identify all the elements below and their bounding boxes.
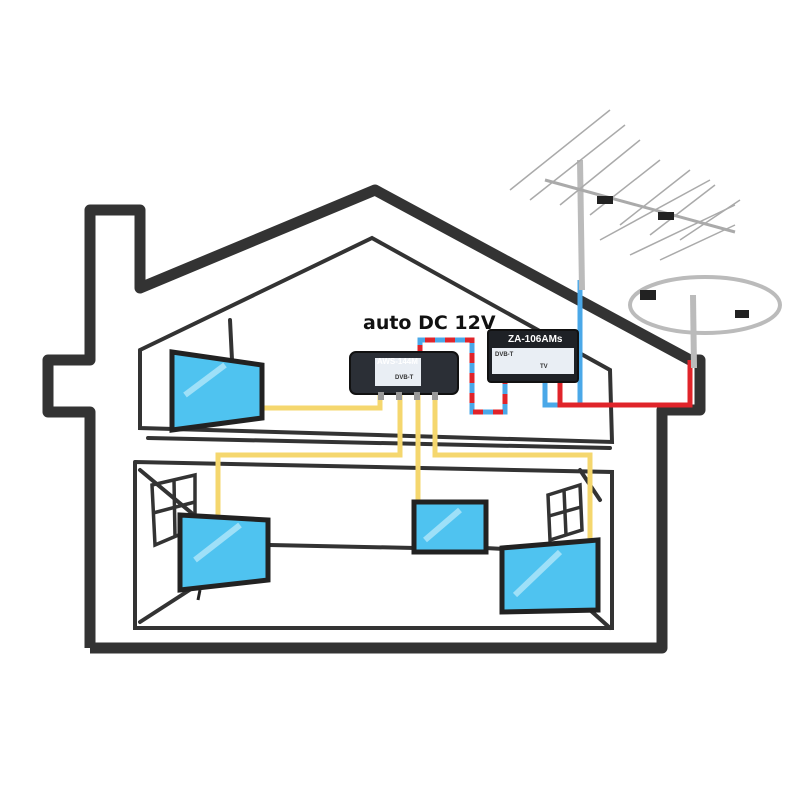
amplifier-model-label: ZA-106AMs <box>508 334 563 345</box>
tv-floor-left <box>177 512 271 601</box>
window-right <box>546 482 584 543</box>
splitter-model-label: AWS-144M <box>377 357 418 366</box>
splitter-sub-label: DVB-T <box>395 375 414 381</box>
splitter-aws-144m <box>349 351 459 400</box>
amplifier-tv-port-label: TV <box>540 364 548 370</box>
coax-cables-power <box>417 280 693 415</box>
house-outline <box>42 184 706 654</box>
tv-attic <box>169 349 265 433</box>
tv-floor-middle <box>411 499 489 555</box>
yagi-antenna-icon <box>509 109 741 291</box>
amplifier-za-106ams <box>487 329 579 383</box>
tv-floor-right <box>499 537 601 615</box>
power-caption: auto DC 12V <box>363 312 496 334</box>
amplifier-sub-label: DVB-T <box>495 352 514 358</box>
omni-antenna-icon <box>628 275 782 369</box>
